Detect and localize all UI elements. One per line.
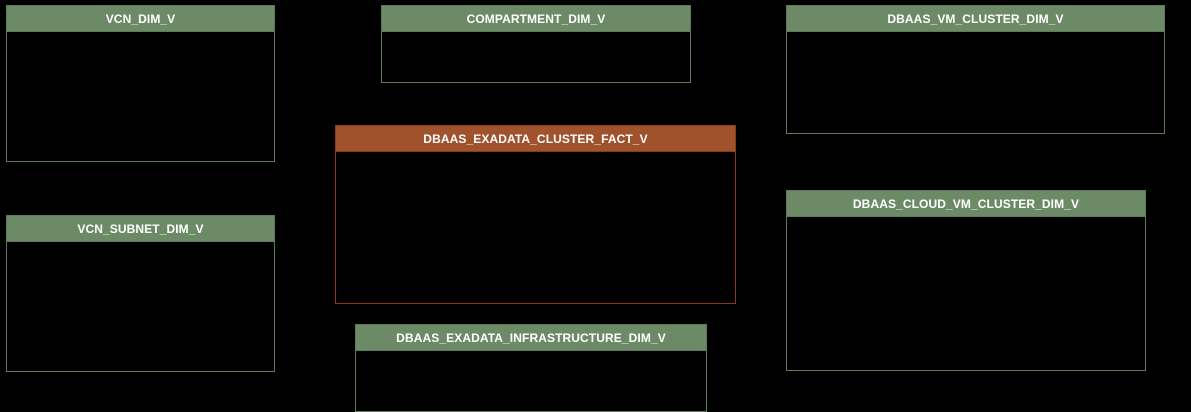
entity-columns-dbaas-cloud-vm-cluster-dim-v [787, 217, 1145, 370]
entity-box-vcn-subnet-dim-v[interactable]: VCN_SUBNET_DIM_V [6, 215, 275, 372]
entity-box-dbaas-exadata-infrastructure-dim-v[interactable]: DBAAS_EXADATA_INFRASTRUCTURE_DIM_V [355, 324, 707, 412]
entity-columns-vcn-dim-v [7, 32, 274, 161]
entity-box-vcn-dim-v[interactable]: VCN_DIM_V [6, 5, 275, 162]
entity-title-dbaas-exadata-infrastructure-dim-v[interactable]: DBAAS_EXADATA_INFRASTRUCTURE_DIM_V [356, 325, 706, 351]
entity-title-dbaas-vm-cluster-dim-v[interactable]: DBAAS_VM_CLUSTER_DIM_V [787, 6, 1164, 32]
entity-box-dbaas-exadata-cluster-fact-v[interactable]: DBAAS_EXADATA_CLUSTER_FACT_V [335, 125, 736, 304]
entity-box-dbaas-cloud-vm-cluster-dim-v[interactable]: DBAAS_CLOUD_VM_CLUSTER_DIM_V [786, 190, 1146, 371]
entity-columns-compartment-dim-v [382, 32, 690, 82]
entity-columns-dbaas-exadata-cluster-fact-v [336, 152, 735, 303]
entity-title-dbaas-exadata-cluster-fact-v[interactable]: DBAAS_EXADATA_CLUSTER_FACT_V [336, 126, 735, 152]
entity-columns-dbaas-vm-cluster-dim-v [787, 32, 1164, 133]
entity-columns-dbaas-exadata-infrastructure-dim-v [356, 351, 706, 411]
entity-title-compartment-dim-v[interactable]: COMPARTMENT_DIM_V [382, 6, 690, 32]
entity-box-dbaas-vm-cluster-dim-v[interactable]: DBAAS_VM_CLUSTER_DIM_V [786, 5, 1165, 134]
entity-title-dbaas-cloud-vm-cluster-dim-v[interactable]: DBAAS_CLOUD_VM_CLUSTER_DIM_V [787, 191, 1145, 217]
entity-title-vcn-dim-v[interactable]: VCN_DIM_V [7, 6, 274, 32]
entity-title-vcn-subnet-dim-v[interactable]: VCN_SUBNET_DIM_V [7, 216, 274, 242]
entity-box-compartment-dim-v[interactable]: COMPARTMENT_DIM_V [381, 5, 691, 83]
entity-columns-vcn-subnet-dim-v [7, 242, 274, 371]
